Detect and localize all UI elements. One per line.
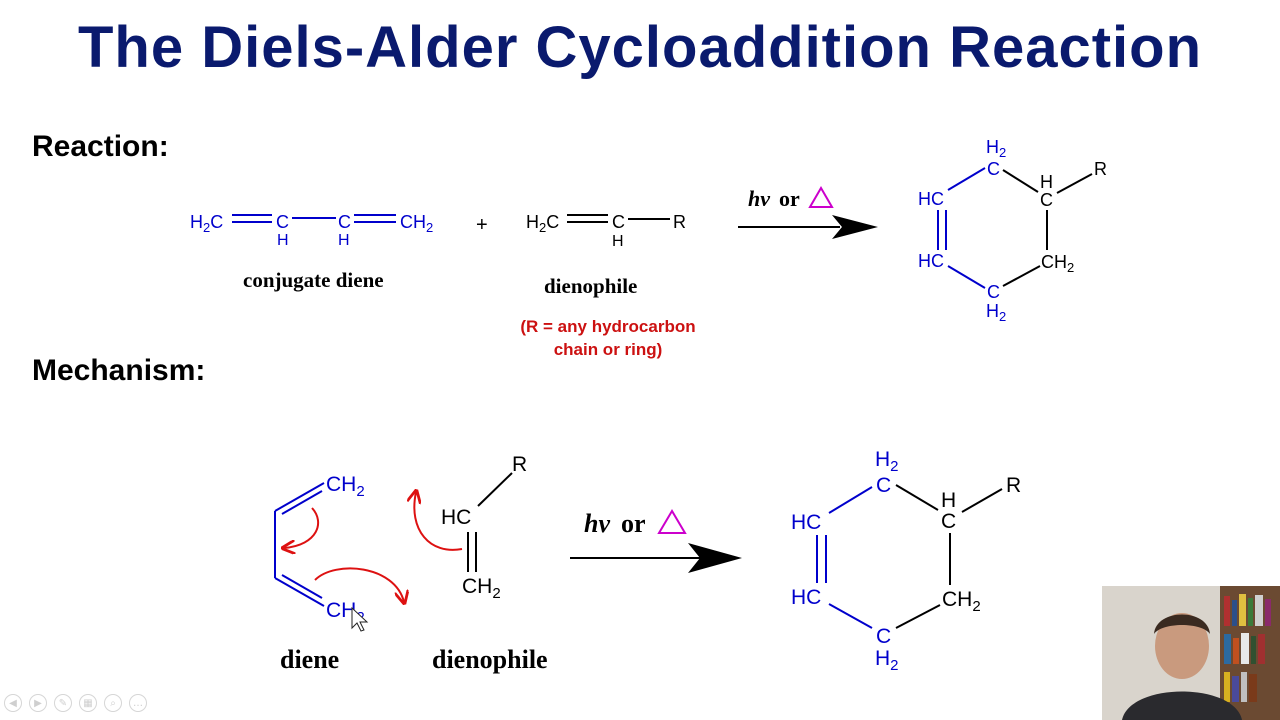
mechanism-dienophile-label: dienophile	[432, 645, 548, 674]
atom-c-bottom: C	[876, 625, 891, 648]
mechanism-diene-label: diene	[280, 645, 340, 674]
atom-hc: HC	[441, 506, 471, 529]
atom-ch2: CH2	[400, 212, 433, 235]
presenter-webcam	[1102, 586, 1280, 720]
curved-arrow-3	[414, 492, 463, 551]
atom-h: H	[612, 233, 624, 250]
plus-sign: +	[476, 214, 488, 236]
atom-r: R	[1094, 159, 1107, 179]
more-icon[interactable]: …	[129, 694, 147, 712]
presenter-shirt	[1122, 691, 1242, 720]
reaction-diene-label: conjugate diene	[243, 268, 384, 292]
mechanism-dienophile-structure: R HC CH2	[441, 453, 527, 602]
atom-c-top: C	[876, 474, 891, 497]
hv-text: hv	[748, 186, 770, 211]
reaction-diene-structure: H2C C H C H CH2	[190, 212, 433, 249]
atom-ch2-right: CH2	[1041, 252, 1074, 275]
atom-hc-lower: HC	[918, 251, 944, 271]
r-group-note: (R = any hydrocarbon chain or ring)	[478, 315, 738, 361]
heat-triangle-icon	[808, 186, 834, 208]
atom-h2c: H2C	[190, 212, 223, 235]
reaction-product-structure: H2 C H C R HC HC CH2 C H2	[918, 137, 1107, 324]
mechanism-arrow-head	[688, 543, 742, 573]
curved-arrow-2	[314, 567, 404, 602]
atom-hc-upper: HC	[791, 511, 821, 534]
atom-c-right: C	[941, 510, 956, 533]
atom-hc-upper: HC	[918, 189, 944, 209]
next-slide-icon[interactable]: ▶	[29, 694, 47, 712]
reaction-heading: Reaction:	[32, 130, 169, 163]
atom-ch2-right: CH2	[942, 588, 981, 615]
mechanism-conditions: hv or	[570, 509, 742, 573]
cursor-arrow-icon	[351, 606, 369, 632]
atom-c-top: C	[987, 159, 1000, 179]
atom-c2: C	[338, 212, 351, 232]
atom-h1: H	[277, 232, 289, 249]
electron-arrows	[284, 492, 463, 602]
curved-arrow-1	[284, 507, 320, 548]
atom-r: R	[1006, 474, 1021, 497]
reaction-conditions: hv or	[738, 186, 878, 239]
or-text: or	[779, 186, 800, 211]
atom-h2-bottom: H2	[875, 647, 899, 674]
heat-triangle-icon	[657, 509, 687, 534]
atom-h2: H	[338, 232, 350, 249]
slide-player-controls: ◀ ▶ ✎ ▦ ⌕ …	[4, 694, 147, 714]
prev-slide-icon[interactable]: ◀	[4, 694, 22, 712]
atom-h-right: H	[941, 489, 956, 512]
atom-hc-lower: HC	[791, 586, 821, 609]
atom-h2-bottom: H2	[986, 301, 1006, 324]
reaction-arrow-head	[832, 215, 878, 239]
atom-h-right: H	[1040, 172, 1053, 192]
atom-c1: C	[276, 212, 289, 232]
pen-icon[interactable]: ✎	[54, 694, 72, 712]
atom-h2-top: H2	[986, 137, 1006, 160]
atom-ch2: CH2	[462, 575, 501, 602]
atom-h2-top: H2	[875, 448, 899, 475]
mechanism-diene-structure: CH2 CH2	[274, 473, 365, 626]
mechanism-product-structure: H2 C H C R HC HC CH2 C H2	[791, 448, 1021, 674]
atom-r: R	[512, 453, 527, 476]
r-note-line1: (R = any hydrocarbon	[520, 317, 696, 336]
reaction-dienophile-label: dienophile	[544, 274, 638, 298]
atom-r: R	[673, 212, 686, 232]
atom-h2c: H2C	[526, 212, 559, 235]
hv-text: hv	[584, 509, 610, 538]
slide-title: The Diels-Alder Cycloaddition Reaction	[77, 15, 1203, 80]
or-text: or	[621, 509, 646, 538]
atom-c: C	[612, 212, 625, 232]
atom-c-right: C	[1040, 190, 1053, 210]
presenter-face	[1155, 613, 1209, 679]
reaction-dienophile-structure: H2C C H R	[526, 212, 686, 250]
zoom-icon[interactable]: ⌕	[104, 694, 122, 712]
r-note-line2: chain or ring)	[553, 340, 663, 359]
slides-grid-icon[interactable]: ▦	[79, 694, 97, 712]
atom-ch2-top: CH2	[326, 473, 365, 500]
atom-c-bottom: C	[987, 282, 1000, 302]
mechanism-heading: Mechanism:	[32, 354, 206, 387]
